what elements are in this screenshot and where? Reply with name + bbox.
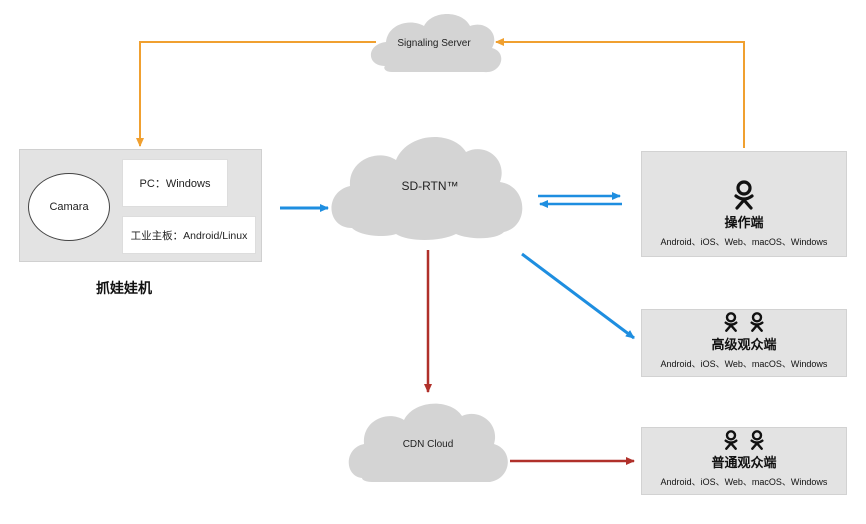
camera-node: Camara <box>28 173 110 241</box>
board-node: 工业主板：Android/Linux <box>122 216 256 254</box>
user-icon <box>734 180 754 210</box>
signaling-server-cloud: Signaling Server <box>370 14 502 73</box>
user-icon <box>750 312 764 332</box>
advanced-audience-title: 高级观众端 <box>711 337 777 352</box>
claw-machine-box: Camara PC：Windows 工业主板：Android/Linux <box>19 149 262 262</box>
sd-rtn-cloud: SD-RTN™ <box>331 137 523 240</box>
claw-machine-caption: 抓娃娃机 <box>96 280 152 296</box>
normal-audience-box: 普通观众端 Android、iOS、Web、macOS、Windows <box>641 427 847 495</box>
users-icon <box>723 430 765 450</box>
rtn-to-advanced-audience-arrow <box>521 252 635 340</box>
users-icon <box>723 312 765 332</box>
cdn-cloud-label: CDN Cloud <box>403 439 454 450</box>
operator-platforms: Android、iOS、Web、macOS、Windows <box>660 237 828 247</box>
camera-label: Camara <box>49 201 89 213</box>
operator-to-signaling-arrow <box>495 38 745 148</box>
user-icon <box>724 430 738 450</box>
pc-label: PC：Windows <box>139 178 211 190</box>
signaling-server-label: Signaling Server <box>397 38 471 49</box>
user-icon <box>750 430 764 450</box>
sd-rtn-label: SD-RTN™ <box>401 179 458 193</box>
normal-audience-platforms: Android、iOS、Web、macOS、Windows <box>660 477 828 487</box>
board-label: 工业主板：Android/Linux <box>130 229 248 242</box>
user-icon <box>724 312 738 332</box>
operator-client-box: 操作端 Android、iOS、Web、macOS、Windows <box>641 151 847 257</box>
normal-audience-title: 普通观众端 <box>711 455 777 470</box>
advanced-audience-platforms: Android、iOS、Web、macOS、Windows <box>660 359 828 369</box>
advanced-audience-box: 高级观众端 Android、iOS、Web、macOS、Windows <box>641 309 847 377</box>
signaling-to-machine-arrow <box>136 41 376 147</box>
pc-node: PC：Windows <box>122 159 228 207</box>
operator-title: 操作端 <box>724 215 764 230</box>
cdn-cloud: CDN Cloud <box>348 403 508 482</box>
